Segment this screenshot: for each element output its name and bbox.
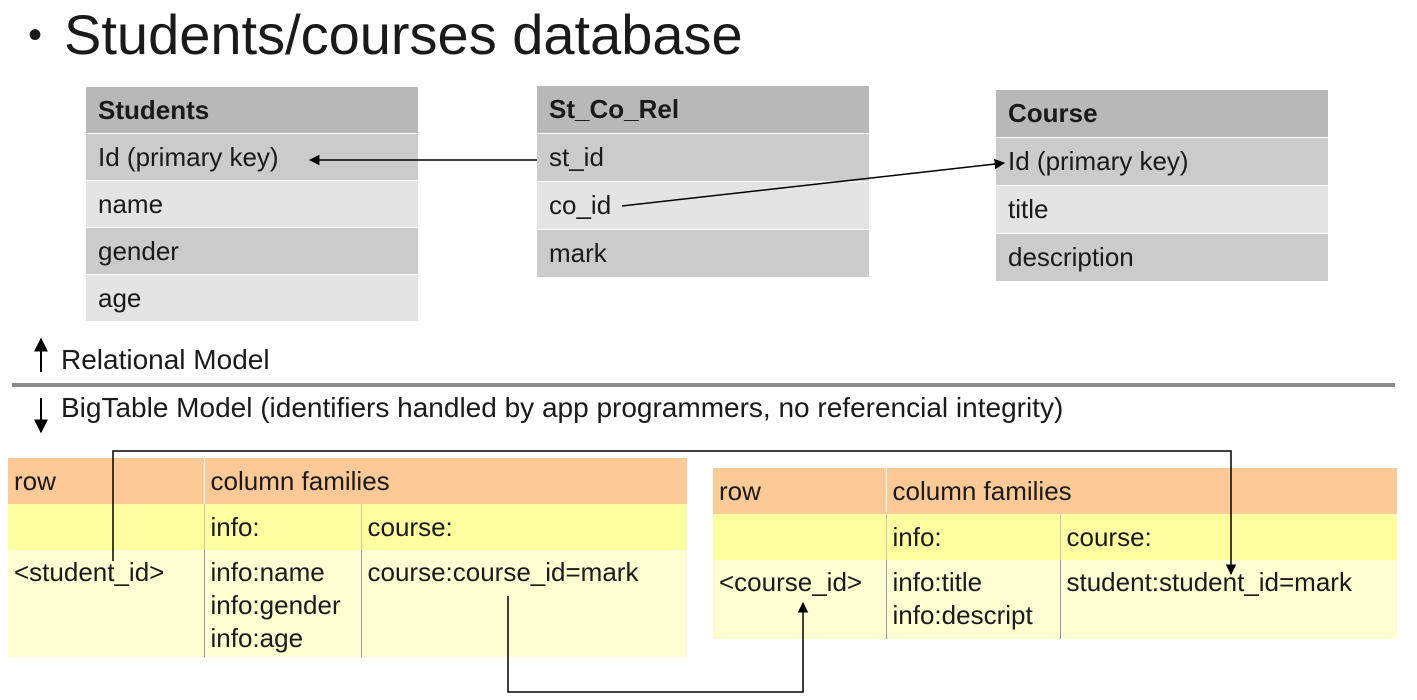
course-title-field: title <box>996 185 1328 234</box>
st-co-rel-table: St_Co_Rel st_id co_id mark <box>537 86 869 278</box>
bigtable-students-table: row column families info: course: <stude… <box>8 458 687 657</box>
bt-courses-row-header: row <box>713 468 886 514</box>
relational-model-label: Relational Model <box>61 344 270 375</box>
bt-students-cf-header: column families <box>203 458 687 504</box>
students-gender-field: gender <box>86 227 418 275</box>
bt-courses-family-blank <box>713 514 886 560</box>
bt-students-course-cell: course:course_id=mark <box>360 550 687 657</box>
course-header: Course <box>996 90 1328 138</box>
bt-courses-cf-header: column families <box>885 468 1397 514</box>
bt-students-family-blank <box>8 504 204 550</box>
students-name-field: name <box>86 180 418 228</box>
bigtable-model-label: BigTable Model (identifiers handled by a… <box>61 392 1064 423</box>
title-text: Students/courses database <box>64 3 743 66</box>
bt-courses-info-title: info:title <box>892 567 983 597</box>
bt-students-row-key: <student_id> <box>8 550 204 657</box>
bt-students-row-header: row <box>8 458 204 504</box>
bt-students-family-info: info: <box>203 504 361 550</box>
students-id-field: Id (primary key) <box>86 133 418 181</box>
st-co-rel-co-id-field: co_id <box>537 181 869 230</box>
students-header: Students <box>86 87 418 134</box>
bt-students-info-cell: info:name info:gender info:age <box>203 550 361 657</box>
course-description-field: description <box>996 233 1328 282</box>
st-co-rel-st-id-field: st_id <box>537 133 869 182</box>
bt-students-info-gender: info:gender <box>210 590 341 620</box>
bt-students-info-name: info:name <box>210 557 325 587</box>
students-table: Students Id (primary key) name gender ag… <box>86 87 418 322</box>
bt-courses-student-cell: student:student_id=mark <box>1059 560 1397 639</box>
slide-title: • Students/courses database <box>28 2 743 72</box>
bigtable-courses-table: row column families info: course: <cours… <box>713 468 1397 639</box>
bt-courses-family-info: info: <box>885 514 1060 560</box>
course-table: Course Id (primary key) title descriptio… <box>996 90 1328 282</box>
bt-courses-family-course: course: <box>1059 514 1397 560</box>
bt-students-info-age: info:age <box>210 623 304 653</box>
bt-students-family-course: course: <box>360 504 687 550</box>
st-co-rel-mark-field: mark <box>537 229 869 278</box>
bt-courses-info-descript: info:descript <box>892 600 1033 630</box>
students-age-field: age <box>86 274 418 322</box>
bt-courses-row-key: <course_id> <box>713 560 886 639</box>
model-separator <box>12 383 1395 387</box>
course-id-field: Id (primary key) <box>996 137 1328 186</box>
title-bullet: • <box>28 13 43 58</box>
bt-courses-info-cell: info:title info:descript <box>885 560 1060 639</box>
st-co-rel-header: St_Co_Rel <box>537 86 869 134</box>
